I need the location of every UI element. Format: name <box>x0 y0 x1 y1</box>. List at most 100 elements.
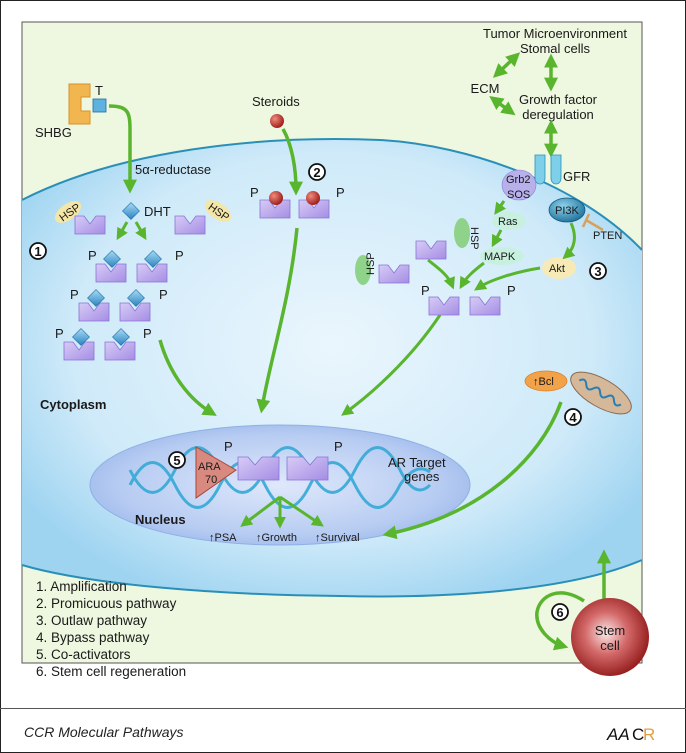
hsp-green-upper: HSP <box>454 218 480 250</box>
bypass-arrow <box>382 401 563 540</box>
svg-text:R: R <box>643 725 655 744</box>
deregulation-label: deregulation <box>522 107 594 122</box>
gene-output-arrows <box>240 495 324 529</box>
pi3k-node: PI3K <box>548 197 586 223</box>
stem-cell-self-renewal-arrow <box>535 591 585 651</box>
svg-text:P: P <box>70 287 79 302</box>
svg-text:P: P <box>334 439 343 454</box>
steroid-receptor-dimer: P P <box>250 185 345 219</box>
gfr-label: GFR <box>563 169 590 184</box>
svg-text:4: 4 <box>569 410 577 425</box>
shbg-label: SHBG <box>35 125 72 140</box>
steroids-label: Steroids <box>252 94 300 109</box>
outlaw-receptor-dimer: P P <box>421 283 516 316</box>
svg-text:P: P <box>421 283 430 298</box>
mitochondrion <box>570 371 632 415</box>
marker-6: 6 <box>551 603 569 621</box>
svg-text:HSP: HSP <box>468 227 480 250</box>
svg-text:P: P <box>88 248 97 263</box>
ras-node: Ras <box>492 212 526 230</box>
five-alpha-reductase-label: 5α-reductase <box>135 162 211 177</box>
microenvironment-arrows <box>489 52 558 158</box>
svg-text:P: P <box>336 185 345 200</box>
legend-item: 5. Co-activators <box>36 647 131 662</box>
svg-text:↑Bcl: ↑Bcl <box>533 376 554 388</box>
cytoplasm-label: Cytoplasm <box>40 397 106 412</box>
legend-item: 4. Bypass pathway <box>36 630 150 645</box>
svg-text:Stem: Stem <box>595 623 625 638</box>
svg-text:Grb2: Grb2 <box>506 174 530 186</box>
growth-factor-label: Growth factor <box>519 92 598 107</box>
svg-text:P: P <box>143 326 152 341</box>
svg-text:cell: cell <box>600 638 620 653</box>
svg-text:P: P <box>175 248 184 263</box>
legend-item: 6. Stem cell regeneration <box>36 664 187 679</box>
svg-text:P: P <box>55 326 64 341</box>
svg-text:MAPK: MAPK <box>484 251 516 263</box>
dht-receptor-stack: P P P P P P <box>55 248 184 361</box>
grb2-sos-complex: Grb2 SOS <box>501 169 537 201</box>
dht-label: DHT <box>144 204 171 219</box>
svg-text:P: P <box>159 287 168 302</box>
svg-text:Akt: Akt <box>549 263 565 275</box>
ar-target-label: AR Target <box>388 455 446 470</box>
footer-divider <box>0 708 686 709</box>
marker-2: 2 <box>308 163 326 181</box>
svg-text:P: P <box>224 439 233 454</box>
psa-label: ↑PSA <box>209 532 237 544</box>
pathway-legend: 1. Amplification 2. Promicuous pathway 3… <box>36 578 186 680</box>
svg-text:PI3K: PI3K <box>555 205 580 217</box>
legend-item: 3. Outlaw pathway <box>36 613 148 628</box>
legend-item: 2. Promicuous pathway <box>36 596 177 611</box>
steroid-molecule <box>270 114 284 128</box>
hsp-green-lower: HSP <box>355 252 377 285</box>
svg-text:C: C <box>632 725 644 744</box>
nuclear-receptor-dimer: P P <box>224 439 343 481</box>
ar-target-genes-label: genes <box>404 469 440 484</box>
testosterone-arrow <box>108 104 137 194</box>
cell-membrane <box>21 138 643 251</box>
bcl-node: ↑Bcl <box>524 370 568 392</box>
svg-text:SOS: SOS <box>507 189 530 201</box>
stromal-cells-label: Stomal cells <box>520 41 591 56</box>
marker-4: 4 <box>564 408 582 426</box>
svg-text:70: 70 <box>205 474 217 486</box>
svg-text:1: 1 <box>34 244 41 259</box>
shbg-protein <box>68 83 91 125</box>
svg-text:2: 2 <box>313 165 320 180</box>
marker-5: 5 <box>168 451 186 469</box>
svg-text:HSP: HSP <box>365 252 377 275</box>
survival-label: ↑Survival <box>315 532 360 544</box>
svg-text:ARA: ARA <box>198 461 221 473</box>
testosterone <box>92 98 107 113</box>
pten-label: PTEN <box>593 230 622 242</box>
svg-text:5: 5 <box>173 453 180 468</box>
akt-node: Akt <box>542 257 576 279</box>
t-label: T <box>95 83 103 98</box>
signal-arrows <box>341 200 576 416</box>
steroid-arrow <box>281 128 303 196</box>
aacr-logo: AA C R <box>606 725 655 744</box>
svg-text:P: P <box>250 185 259 200</box>
svg-text:3: 3 <box>594 264 601 279</box>
marker-3: 3 <box>589 262 607 280</box>
tumor-microenvironment-label: Tumor Microenvironment <box>483 26 627 41</box>
pten-inhibition <box>581 213 604 232</box>
ecm-label: ECM <box>471 81 500 96</box>
svg-text:AA: AA <box>606 725 630 744</box>
svg-text:6: 6 <box>556 605 563 620</box>
ara70-coactivator: ARA 70 <box>195 446 237 499</box>
amplification-arrow <box>158 339 217 416</box>
cell-membrane-lower <box>21 559 643 598</box>
steroid-receptor-arrow <box>256 227 299 414</box>
growth-label: ↑Growth <box>256 532 297 544</box>
svg-text:Ras: Ras <box>498 216 518 228</box>
svg-text:P: P <box>507 283 516 298</box>
marker-1: 1 <box>29 242 47 260</box>
footer-title: CCR Molecular Pathways <box>24 724 184 740</box>
dht-split-arrows <box>116 221 147 241</box>
gfr-receptor <box>534 154 562 185</box>
legend-item: 1. Amplification <box>36 579 127 594</box>
nucleus-label: Nucleus <box>135 512 186 527</box>
